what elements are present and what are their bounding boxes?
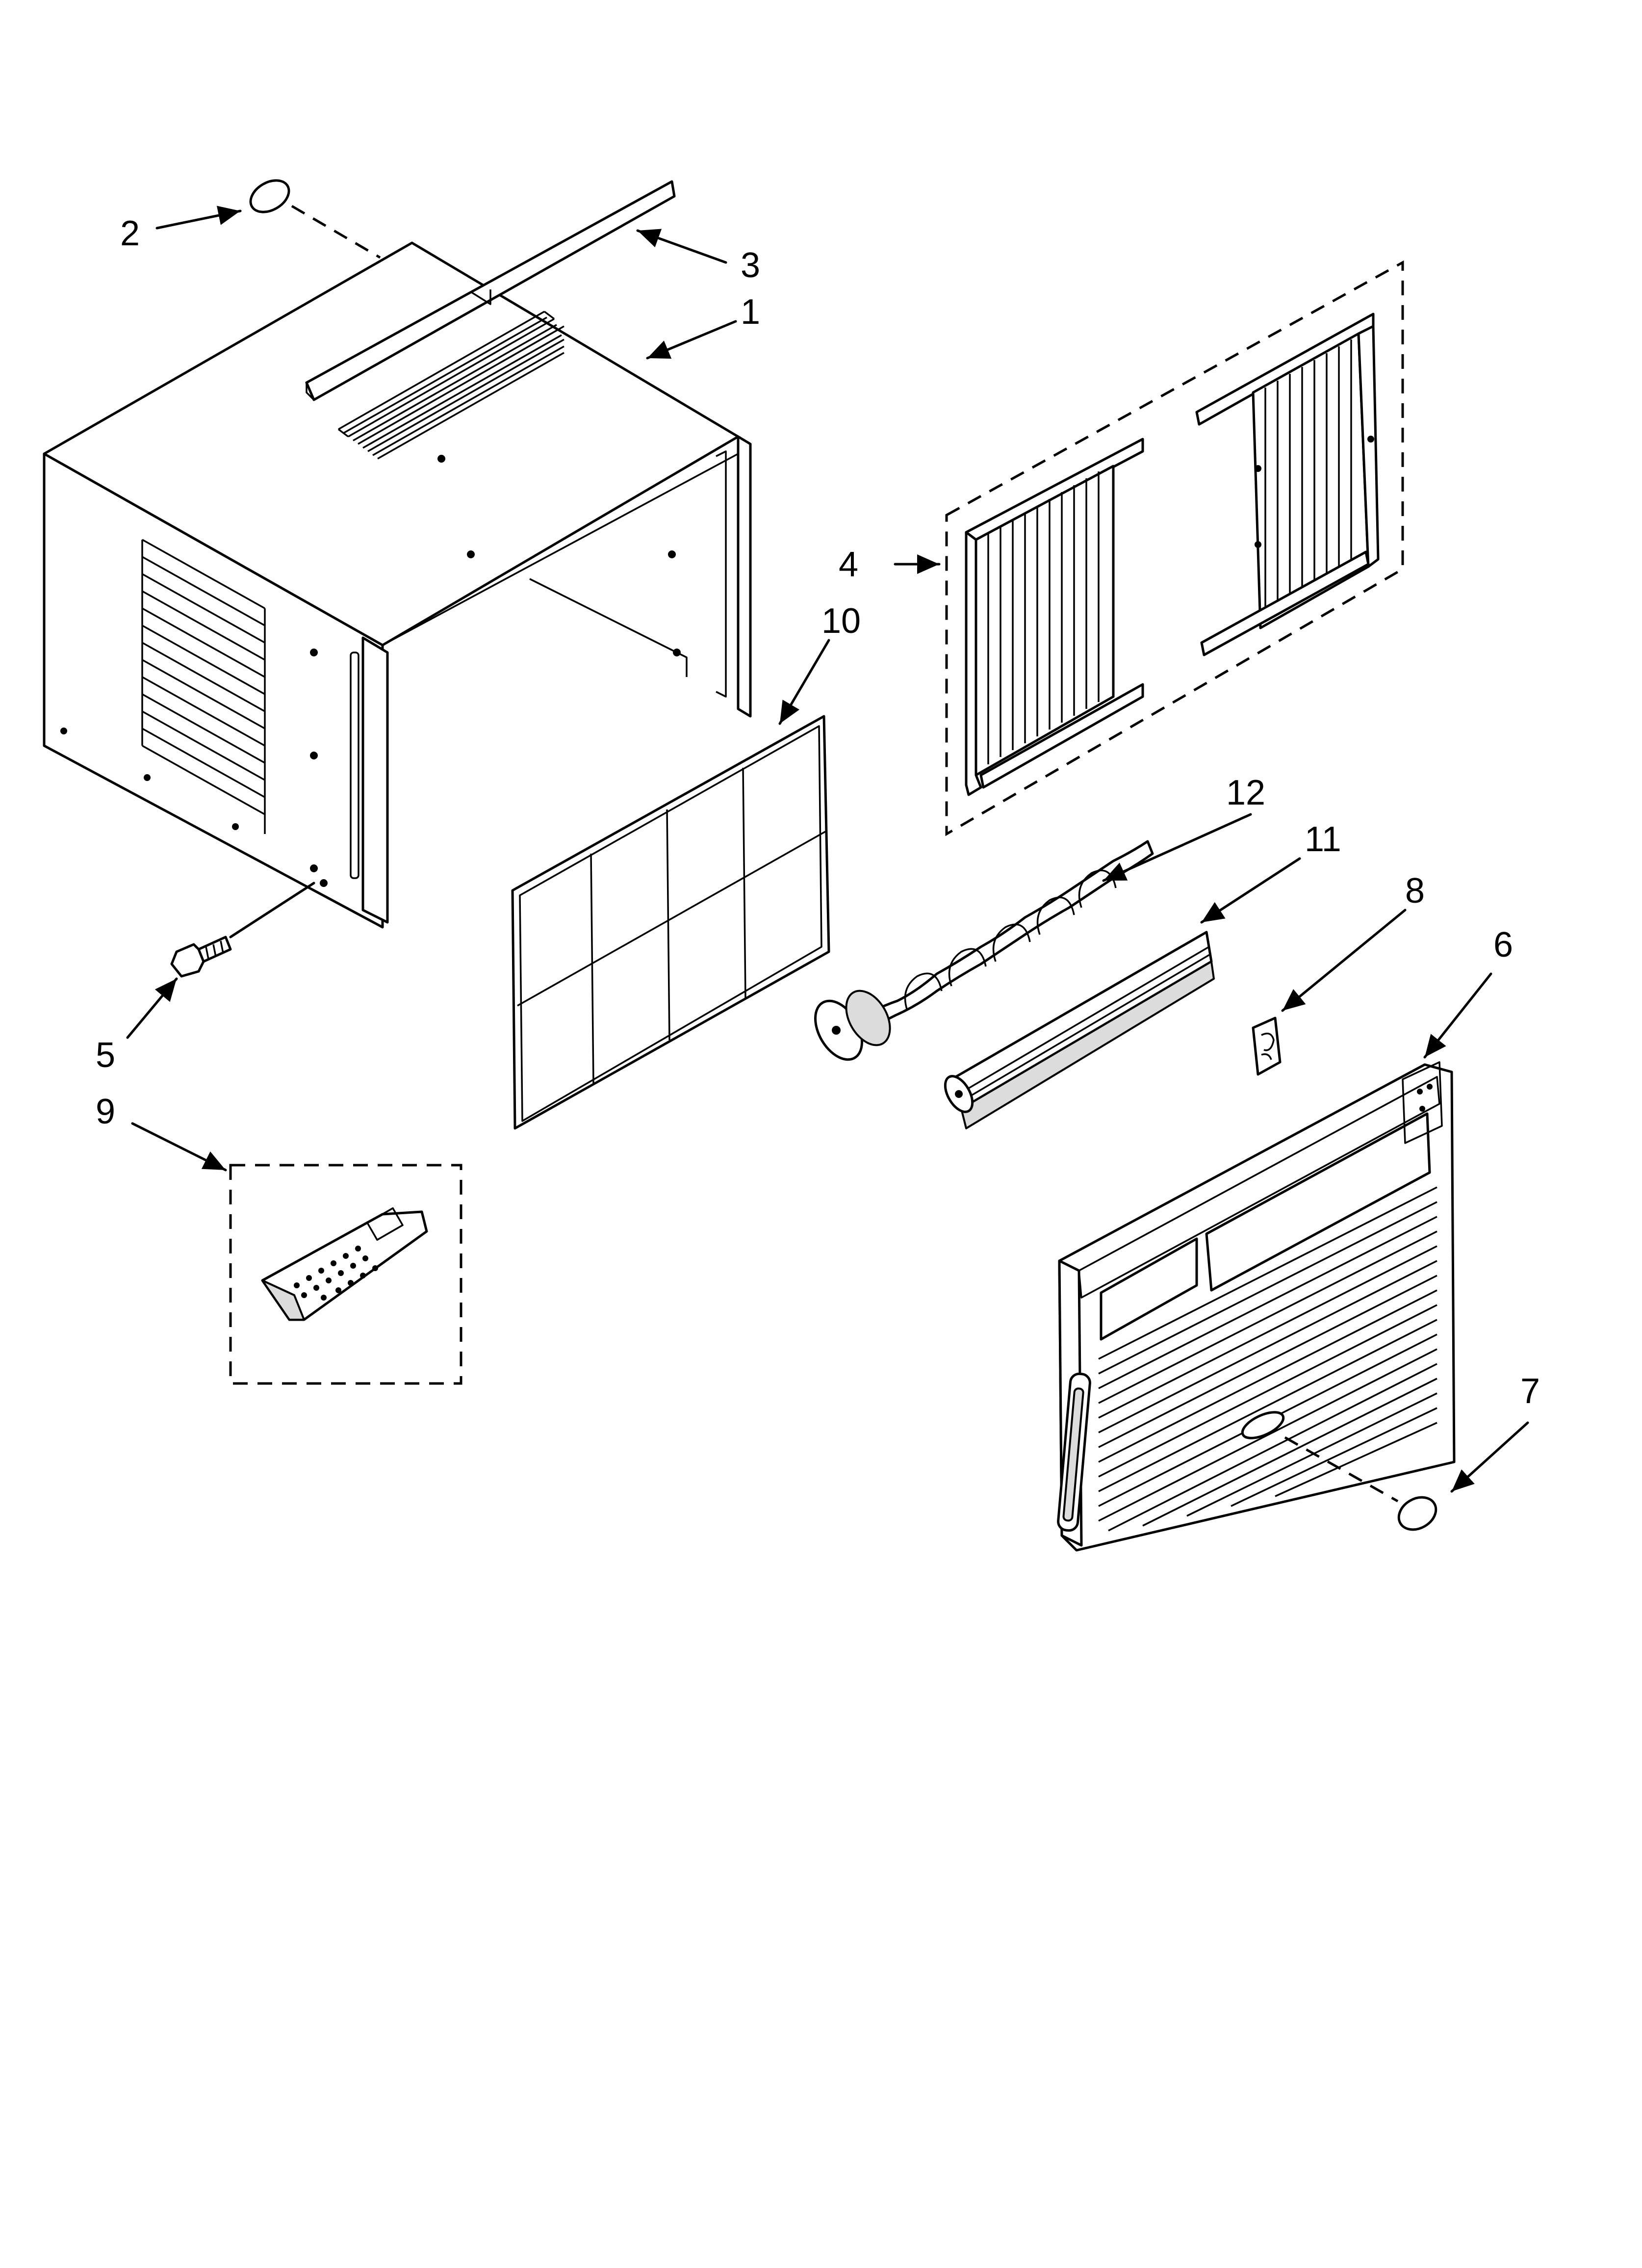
blower-wheel-part [814, 840, 1154, 1061]
callout-11: 11 [1305, 820, 1341, 859]
remote-buttons [294, 1246, 378, 1301]
leader-lines [126, 206, 1529, 1493]
front-grille-part [1057, 1061, 1456, 1552]
screw-part [170, 936, 232, 978]
cap-part [1397, 1496, 1437, 1531]
callout-4: 4 [839, 545, 858, 584]
cabinet-part [43, 241, 752, 929]
cabinet-top-vents [337, 311, 564, 460]
callout-labels: 1 2 3 4 5 6 7 8 9 10 11 12 [96, 214, 1540, 1411]
louver-assembly-part [944, 931, 1215, 1129]
callout-8: 8 [1405, 871, 1425, 911]
callout-12: 12 [1226, 773, 1265, 812]
callout-6: 6 [1493, 925, 1513, 965]
callout-10: 10 [821, 601, 861, 641]
filter-part [511, 715, 830, 1130]
callout-2: 2 [120, 214, 140, 253]
cabinet-side-louvers [141, 539, 266, 834]
callout-3: 3 [741, 246, 760, 285]
plug-part [249, 179, 290, 213]
top-bracket-part [305, 180, 676, 401]
callout-1: 1 [741, 292, 760, 332]
clip-part [1252, 1017, 1282, 1076]
callout-5: 5 [96, 1036, 115, 1075]
remote-control-part [229, 1164, 462, 1385]
callout-7: 7 [1520, 1372, 1540, 1411]
side-curtains-part [945, 260, 1404, 836]
callout-9: 9 [96, 1092, 115, 1131]
